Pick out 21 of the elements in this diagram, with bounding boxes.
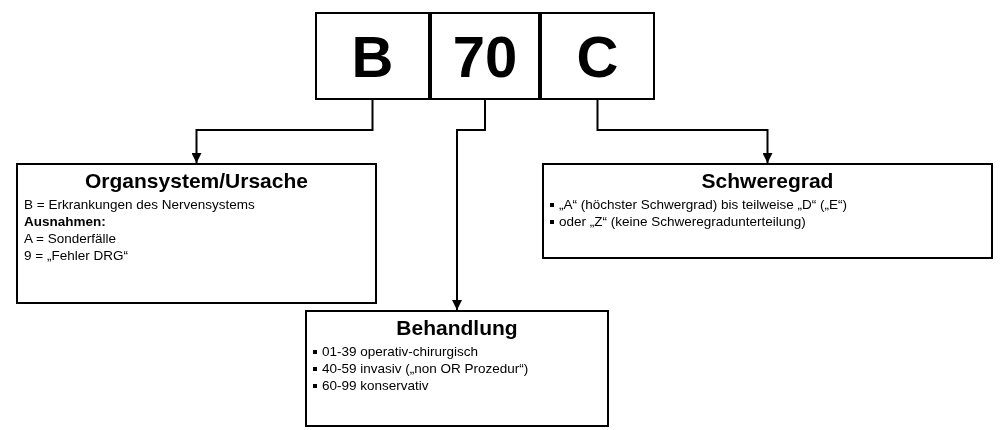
info-box [16, 163, 377, 304]
list-item: 01-39 operativ-chirurgisch [313, 343, 607, 360]
info-box [542, 163, 993, 259]
code-letter-box: B [315, 12, 430, 100]
list-item: „A“ (höchster Schwergrad) bis teilweise „D“ („E“) [550, 196, 991, 213]
arrow [596, 99, 773, 164]
box-heading: Schweregrad [700, 169, 835, 193]
box-heading: Behandlung [395, 316, 519, 340]
code-letter-box: C [540, 12, 655, 100]
subheading: Ausnahmen: [24, 213, 107, 230]
description-text: A = Sonderfälle [24, 230, 117, 247]
list-item: oder „Z“ (keine Schweregradunterteilung) [550, 213, 991, 230]
box-heading: Organsystem/Ursache [84, 169, 309, 193]
arrow [452, 99, 486, 311]
list-item: 40-59 invasiv („non OR Prozedur“) [313, 360, 607, 377]
list-item: 60-99 konservativ [313, 377, 607, 394]
description-text: B = Erkrankungen des Nervensystems [24, 196, 256, 213]
code-number-box: 70 [430, 12, 540, 100]
description-text: 9 = „Fehler DRG“ [24, 247, 129, 264]
info-box [305, 310, 609, 427]
arrow [191, 99, 374, 164]
